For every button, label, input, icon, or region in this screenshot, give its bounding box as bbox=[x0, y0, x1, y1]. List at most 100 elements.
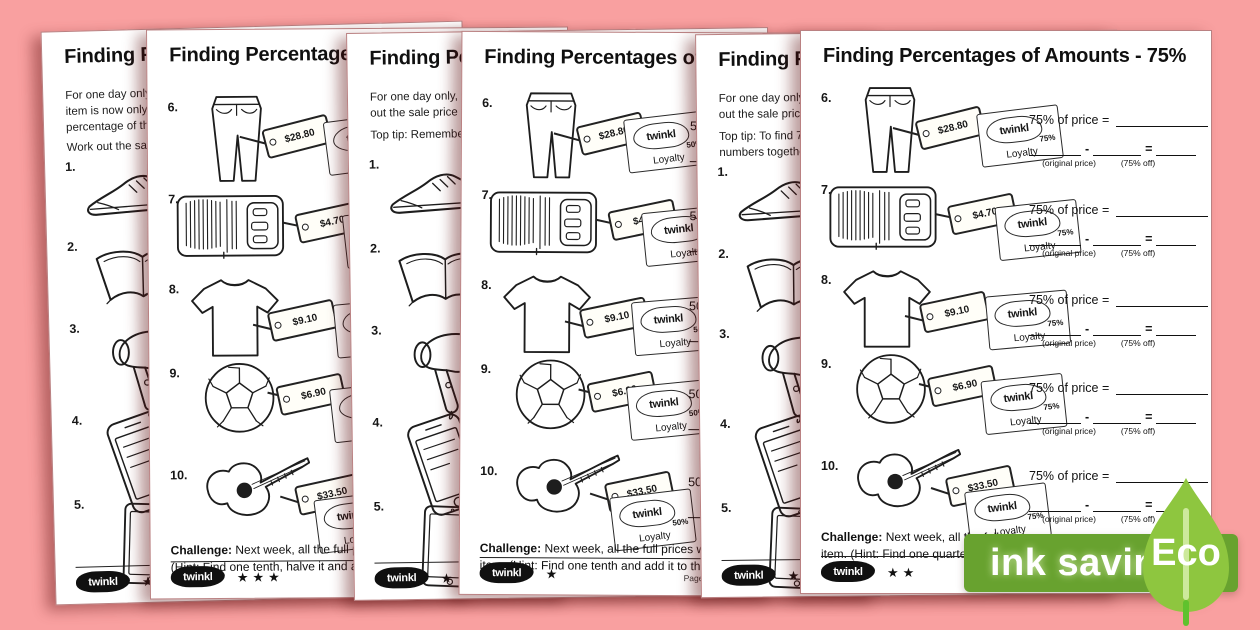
twinkl-text: twinkl bbox=[986, 499, 1018, 516]
twinkl-cloud: twinkl bbox=[972, 491, 1032, 524]
twinkl-logo: twinkl bbox=[479, 562, 534, 584]
twinkl-cloud: twinkl bbox=[631, 119, 691, 152]
answer-blank bbox=[1116, 113, 1209, 127]
equals-sign: = bbox=[1145, 142, 1153, 156]
tag-hole bbox=[282, 395, 291, 404]
item-number: 9. bbox=[821, 357, 832, 371]
answer-line-2: -= bbox=[1029, 142, 1211, 156]
price-text: $6.90 bbox=[951, 377, 979, 394]
answer-line-2: -= bbox=[1029, 322, 1211, 336]
answer-line-1: 75% of price = bbox=[1029, 203, 1211, 217]
answer-blank bbox=[1116, 469, 1209, 483]
item-number: 4. bbox=[71, 413, 83, 428]
price-text: $9.10 bbox=[291, 311, 319, 328]
item-number: 5. bbox=[373, 499, 385, 514]
minus-sign: - bbox=[1085, 498, 1090, 512]
original-price-label: (original price) bbox=[1042, 338, 1096, 348]
challenge-label: Challenge: bbox=[821, 530, 883, 544]
page-footer: twinkl ★★ bbox=[821, 561, 1203, 585]
answer-prefix: 75% of price = bbox=[1029, 203, 1110, 217]
answer-blank bbox=[1029, 142, 1081, 156]
item-number: 1. bbox=[368, 157, 380, 172]
twinkl-text: twinkl bbox=[998, 121, 1030, 138]
tag-hole bbox=[268, 137, 278, 147]
wallet-icon bbox=[827, 181, 939, 253]
percent-off-label: (75% off) bbox=[1120, 426, 1156, 436]
answer-line-1: 75% of price = bbox=[1029, 381, 1211, 395]
percent-off-label: (75% off) bbox=[1120, 514, 1156, 524]
original-price-label: (original price) bbox=[1042, 426, 1096, 436]
twinkl-cloud: twinkl bbox=[617, 497, 677, 530]
football-icon bbox=[201, 360, 278, 437]
item-number: 5. bbox=[720, 500, 732, 515]
twinkl-logo: twinkl bbox=[374, 566, 429, 589]
equals-sign: = bbox=[1145, 410, 1153, 424]
twinkl-logo: twinkl bbox=[75, 570, 131, 593]
answer-block: 75% of price = -= (original price)(75% o… bbox=[1029, 113, 1211, 168]
twinkl-text: twinkl bbox=[645, 127, 677, 144]
percent-off-label: (75% off) bbox=[1120, 158, 1156, 168]
answer-block: 75% of price = -= (original price)(75% o… bbox=[1029, 469, 1211, 524]
item-number: 1. bbox=[64, 159, 76, 175]
item-number: 4. bbox=[720, 416, 731, 431]
worksheet-item: 10. $33.50 twinkl 75% Loyalty 75% of pri… bbox=[801, 433, 1211, 546]
original-price-label: (original price) bbox=[1042, 248, 1096, 258]
page-title: Finding P bbox=[63, 43, 154, 69]
answer-block: 75% of price = -= (original price)(75% o… bbox=[1029, 293, 1211, 348]
price-text: $6.90 bbox=[300, 385, 327, 402]
difficulty-stars: ★ bbox=[545, 566, 562, 582]
card-percent: 50% bbox=[671, 516, 689, 528]
answer-blank bbox=[1156, 322, 1197, 336]
answer-blank bbox=[1093, 498, 1142, 512]
guitar-icon bbox=[831, 437, 961, 521]
tag-hole bbox=[585, 318, 595, 327]
tag-hole bbox=[614, 220, 623, 229]
percent-off-label: (75% off) bbox=[1120, 338, 1156, 348]
tag-hole bbox=[933, 386, 943, 395]
answer-blank bbox=[1029, 410, 1081, 424]
worksheet-item: 8. $9.10 twinkl 75% Loyalty 75% of price… bbox=[801, 263, 1211, 355]
tag-hole bbox=[301, 222, 310, 232]
tag-hole bbox=[582, 134, 592, 144]
answer-line-1: 75% of price = bbox=[1029, 469, 1211, 483]
item-number: 8. bbox=[481, 278, 492, 293]
guitar-icon bbox=[180, 445, 311, 530]
item-number: 9. bbox=[480, 362, 492, 377]
answer-line-2: -= bbox=[1029, 232, 1211, 246]
answer-blank bbox=[1156, 410, 1197, 424]
challenge-label: Challenge: bbox=[479, 541, 542, 556]
price-text: $9.10 bbox=[603, 309, 631, 326]
twinkl-logo: twinkl bbox=[721, 564, 776, 586]
twinkl-text: twinkl bbox=[648, 396, 680, 411]
football-icon bbox=[853, 351, 929, 427]
answer-blank bbox=[1093, 410, 1142, 424]
worksheet-item: 6. $28.80 twinkl 75% Loyalty 75% of pric… bbox=[801, 83, 1211, 175]
item-number: 5. bbox=[73, 497, 85, 512]
equals-sign: = bbox=[1145, 498, 1153, 512]
eco-leaf-badge: Eco bbox=[1136, 474, 1236, 628]
worksheet-item: 7. $4.70 twinkl 75% Loyalty 75% of price… bbox=[801, 177, 1211, 269]
twinkl-logo: twinkl bbox=[170, 565, 225, 588]
item-number: 2. bbox=[67, 239, 78, 254]
answer-labels: (original price) (75% off) bbox=[1029, 338, 1211, 348]
equals-sign: = bbox=[1145, 232, 1153, 246]
difficulty-stars: ★ bbox=[440, 570, 457, 586]
item-number: 6. bbox=[482, 96, 493, 111]
worksheet-item: 9. $6.90 twinkl 75% Loyalty 75% of price… bbox=[801, 349, 1211, 441]
answer-blank bbox=[1116, 293, 1209, 307]
eco-label: Eco bbox=[1151, 532, 1221, 574]
answer-line-2: -= bbox=[1029, 410, 1211, 424]
challenge-label: Challenge: bbox=[170, 542, 233, 558]
item-number: 7. bbox=[821, 183, 832, 197]
difficulty-stars: ★★★ bbox=[236, 569, 284, 585]
wallet-icon bbox=[174, 190, 286, 263]
answer-blank bbox=[1093, 142, 1142, 156]
tag-hole bbox=[273, 321, 283, 330]
twinkl-logo: twinkl bbox=[821, 561, 875, 582]
answer-blank bbox=[1029, 498, 1081, 512]
answer-blank bbox=[1029, 232, 1081, 246]
answer-block: 75% of price = -= (original price) (75% o… bbox=[1029, 381, 1211, 436]
twinkl-text: twinkl bbox=[653, 312, 684, 327]
price-text: $28.80 bbox=[283, 126, 316, 145]
